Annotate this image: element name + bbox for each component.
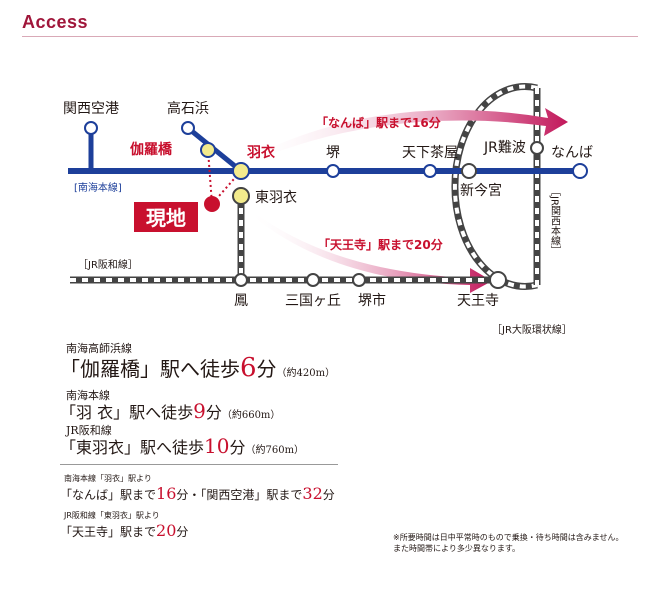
label-jr-loop: ［JR大阪環状線］: [492, 323, 572, 336]
station-shin-imamiya-marker: [461, 163, 477, 179]
kyaragi-distance: （約420m）: [276, 368, 336, 379]
from-hagoromo-caption: 南海本線「羽衣」駅より: [64, 474, 152, 483]
label-sakaishi: 堺市: [358, 292, 386, 309]
higashi-line-name: JR阪和線: [66, 424, 112, 437]
station-hagoromo-marker: [232, 162, 250, 180]
route-arrow-tennoji: [248, 208, 492, 293]
label-jr-kansai: ［JR関西本線］: [549, 186, 561, 256]
header-divider: [22, 36, 638, 37]
hagoromo-walk-prefix: 「羽 衣」駅へ徒歩: [60, 403, 194, 422]
label-mikunigaoka: 三国ヶ丘: [285, 293, 341, 309]
footnote: ※所要時間は日中平常時のもので乗換・待ち時間は含みません。 また時間帯により多少…: [393, 532, 623, 554]
station-tennoji-marker: [489, 271, 507, 289]
from-higashi-caption: JR阪和線「東羽衣」駅より: [64, 511, 160, 520]
higashi-walk-prefix: 「東羽衣」駅へ徒歩: [60, 438, 205, 457]
higashi-walk-unit: 分: [229, 438, 246, 457]
station-otori-marker: [234, 273, 248, 287]
label-jr-hanwa: ［JR阪和線］: [78, 258, 138, 271]
route-label-namba: 「なんば」駅まで16分: [316, 115, 441, 130]
hagoromo-line-name: 南海本線: [66, 389, 110, 402]
station-higashi-hagoromo-marker: [232, 187, 250, 205]
kyaragi-line-name: 南海高師浜線: [66, 342, 132, 355]
label-sakai: 堺: [326, 145, 340, 161]
label-kyaragi: 伽羅橋: [130, 141, 173, 158]
airport-time-minutes: 32: [302, 484, 323, 503]
current-location-label: 現地: [146, 206, 186, 230]
station-takaishi-marker: [181, 121, 195, 135]
station-sakaishi-marker: [352, 273, 366, 287]
namba-time-prefix: 「なんば」駅まで: [60, 488, 157, 502]
kyaragi-walk-minutes: 6: [240, 353, 257, 383]
namba-airport-mid: 分・「関西空港」駅まで: [176, 488, 303, 502]
label-hagoromo: 羽衣: [247, 144, 276, 161]
label-takaishi: 高石浜: [167, 100, 209, 117]
higashi-walk: 「東羽衣」駅へ徒歩10分（約760m）: [60, 434, 304, 458]
hagoromo-walk-minutes: 9: [193, 399, 206, 423]
label-jr-namba: JR難波: [483, 140, 526, 156]
label-nankai-main: [南海本線]: [74, 181, 122, 194]
section-divider: [60, 464, 338, 465]
kyaragi-walk-unit: 分: [256, 357, 277, 381]
hagoromo-walk-unit: 分: [205, 403, 222, 422]
label-tennoji: 天王寺: [457, 293, 499, 309]
tennoji-time-prefix: 「天王寺」駅まで: [60, 525, 157, 539]
higashi-distance: （約760m）: [245, 445, 305, 456]
airport-time-unit: 分: [322, 488, 335, 502]
namba-time-minutes: 16: [156, 484, 177, 503]
tennoji-time-unit: 分: [176, 525, 189, 539]
label-kansai-airport: 関西空港: [63, 101, 119, 117]
label-higashi-hagoromo: 東羽衣: [255, 190, 297, 206]
tennoji-time-minutes: 20: [156, 521, 177, 540]
station-mikunigaoka-marker: [306, 273, 320, 287]
station-kyaragi-marker: [200, 142, 216, 158]
label-namba: なんば: [551, 145, 593, 161]
tennoji-time: 「天王寺」駅まで20分: [60, 521, 188, 540]
current-location-badge: [134, 202, 198, 232]
hagoromo-distance: （約660m）: [221, 410, 281, 421]
route-arrow-namba: [245, 108, 568, 165]
route-label-tennoji: 「天王寺」駅まで20分: [318, 237, 443, 252]
station-kansai-airport-marker: [84, 121, 98, 135]
route-map: 現地 関西空港 高石浜 伽羅橋 羽衣 堺 天下茶屋 JR難波 なんば 新今宮 東…: [63, 83, 593, 336]
label-otori: 鳳: [234, 293, 248, 309]
hagoromo-walk: 「羽 衣」駅へ徒歩9分（約660m）: [60, 399, 280, 423]
namba-airport-time: 「なんば」駅まで16分・「関西空港」駅まで32分: [60, 484, 335, 503]
station-sakai-marker: [326, 164, 340, 178]
station-tengachaya-marker: [423, 164, 437, 178]
kyaragi-walk-prefix: 「伽羅橋」駅へ徒歩: [60, 357, 240, 381]
kyaragi-walk: 「伽羅橋」駅へ徒歩6分（約420m）: [60, 353, 335, 383]
label-tengachaya: 天下茶屋: [402, 145, 458, 161]
station-jr-namba-marker: [530, 141, 544, 155]
footnote-line1: ※所要時間は日中平常時のもので乗換・待ち時間は含みません。: [393, 533, 624, 542]
page-title: Access: [22, 12, 89, 32]
higashi-walk-minutes: 10: [204, 434, 230, 458]
footnote-line2: また時間帯により多少異なります。: [393, 544, 521, 553]
label-shin-imamiya: 新今宮: [460, 183, 502, 199]
current-location-marker: [204, 196, 220, 212]
station-namba-marker: [572, 163, 588, 179]
